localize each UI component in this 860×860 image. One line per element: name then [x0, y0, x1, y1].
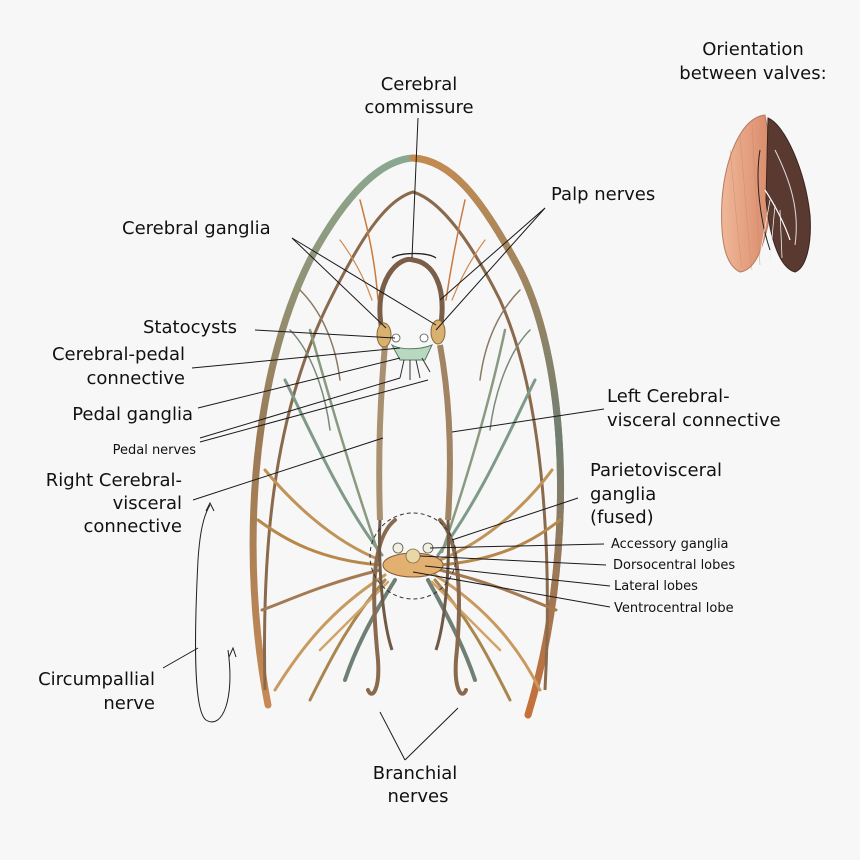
label-parietovisceral-2: ganglia — [590, 484, 656, 505]
label-ventrocentral-lobe: Ventrocentral lobe — [614, 601, 734, 616]
pedal-ganglia — [390, 343, 433, 361]
label-cerebral-pedal-connective-2: connective — [87, 368, 185, 389]
cerebral-ganglion-left — [430, 319, 446, 345]
label-right-cv-connective-1: Right Cerebral- — [46, 470, 182, 491]
label-left-cv-connective-2: visceral connective — [607, 410, 781, 431]
branchial-nerve-right — [438, 518, 468, 696]
label-branchial-nerves-2: nerves — [388, 786, 449, 807]
cerebral-commissure — [391, 252, 437, 259]
circumpallial-nerve-outer-right — [409, 154, 565, 719]
label-palp-nerves: Palp nerves — [551, 184, 655, 205]
label-right-cv-connective-2: visceral — [113, 493, 182, 514]
nerve-drawing — [249, 154, 565, 719]
parietovisceral-ganglia-outline — [369, 512, 457, 600]
label-circumpallial-nerve-1: Circumpallial — [38, 669, 155, 690]
cerebral-ganglion-right — [376, 322, 392, 348]
orientation-shell-inset — [721, 114, 811, 273]
label-cerebral-ganglia: Cerebral ganglia — [122, 218, 271, 239]
label-pedal-nerves: Pedal nerves — [113, 443, 197, 458]
right-cerebral-visceral-connective — [376, 344, 388, 521]
label-pedal-ganglia: Pedal ganglia — [72, 404, 193, 425]
label-branchial-nerves-1: Branchial — [373, 763, 458, 784]
accessory-ganglion-right — [392, 542, 404, 554]
label-right-cv-connective-3: connective — [84, 516, 182, 537]
label-orientation-2: between valves: — [679, 63, 826, 84]
label-lateral-lobes: Lateral lobes — [614, 579, 698, 594]
label-parietovisceral-1: Parietovisceral — [590, 460, 722, 481]
label-dorsocentral-lobes: Dorsocentral lobes — [613, 558, 735, 573]
label-cerebral-commissure-2: commissure — [364, 97, 473, 118]
label-circumpallial-nerve-2: nerve — [103, 693, 155, 714]
pedal-nerves — [399, 357, 431, 380]
leader-lines — [162, 117, 611, 761]
label-accessory-ganglia: Accessory ganglia — [611, 537, 729, 552]
palp-loop — [377, 256, 445, 331]
statocyst-left — [419, 333, 429, 343]
branchial-nerve-left — [366, 518, 397, 696]
label-cerebral-commissure-1: Cerebral — [381, 74, 458, 95]
label-left-cv-connective-1: Left Cerebral- — [607, 386, 730, 407]
label-orientation-1: Orientation — [702, 39, 804, 60]
label-statocysts: Statocysts — [143, 317, 237, 338]
circumpallial-nerve-inner — [262, 190, 549, 691]
label-cerebral-pedal-connective-1: Cerebral-pedal — [52, 344, 185, 365]
label-parietovisceral-3: (fused) — [590, 507, 654, 528]
left-cerebral-visceral-connective — [437, 344, 453, 521]
